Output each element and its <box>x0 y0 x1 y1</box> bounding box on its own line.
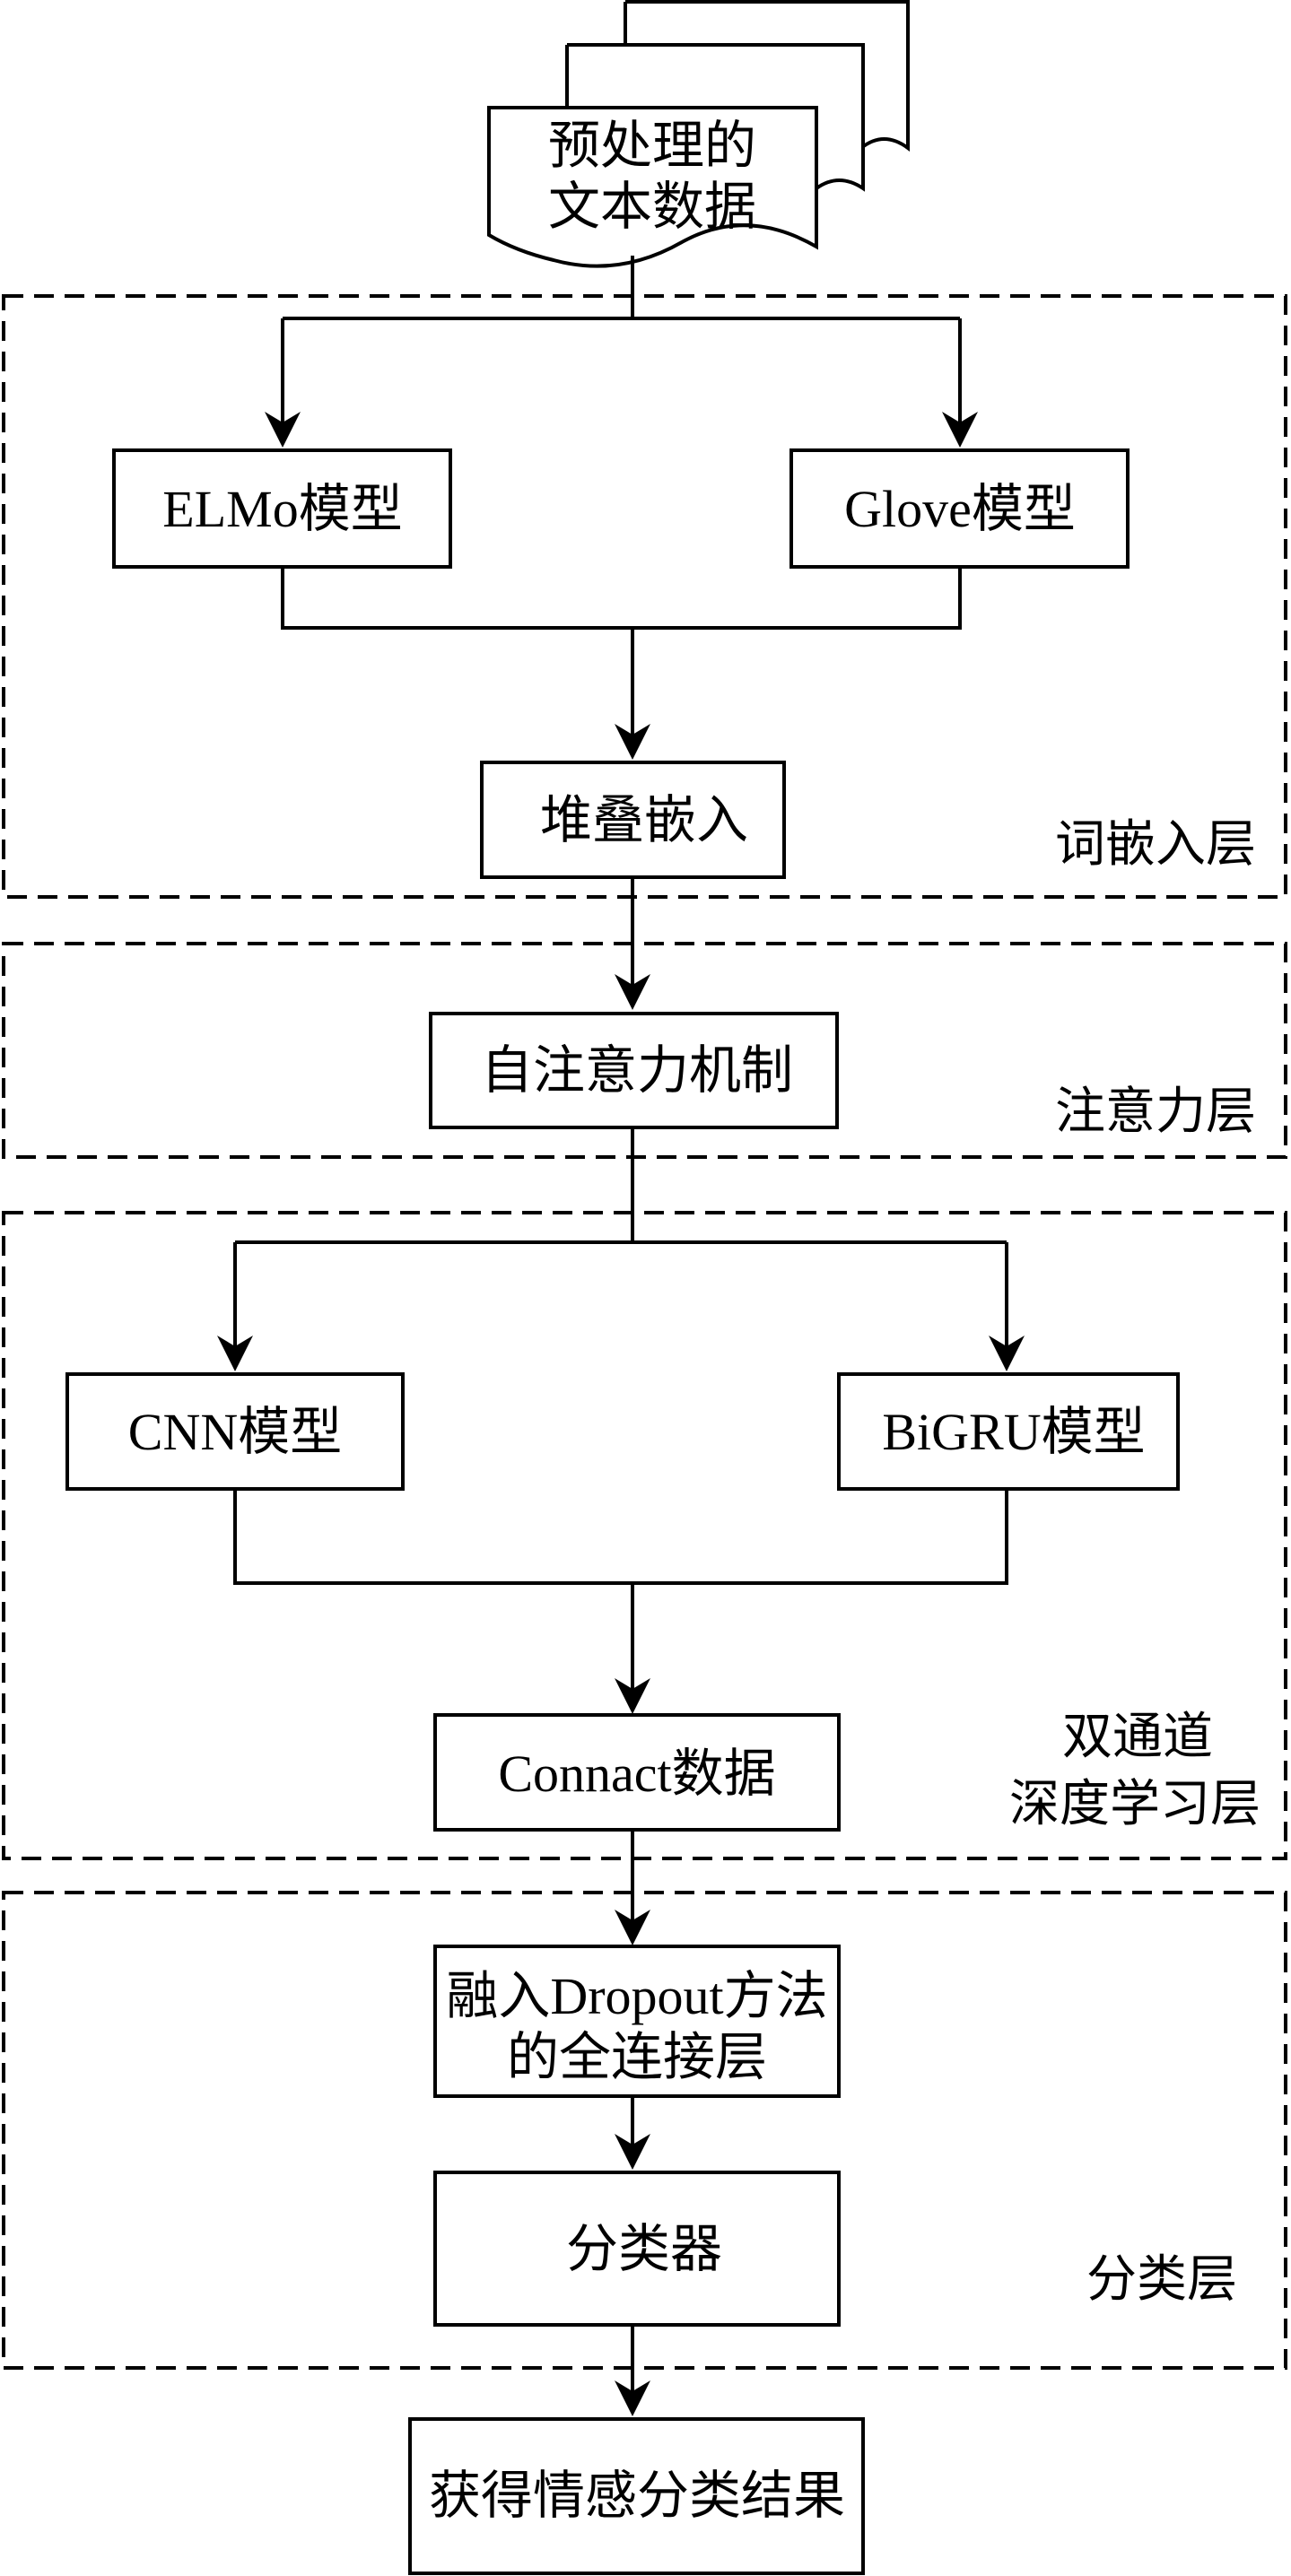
document-line-1: 预处理的 <box>548 117 756 175</box>
classification-layer-frame <box>2 1891 1287 2370</box>
dense-label-line-2: 的全连接层 <box>507 2028 767 2086</box>
bigru-node <box>837 1372 1180 1491</box>
dual-channel-layer-label-1: 双通道 <box>1062 1710 1213 1765</box>
classification-layer-label: 分类层 <box>1086 2252 1237 2308</box>
classifier-label: 分类器 <box>566 2220 722 2278</box>
dense-dropout-node <box>433 1945 841 2098</box>
classifier-node <box>433 2171 841 2327</box>
glove-label: Glove模型 <box>844 480 1076 538</box>
cnn-label: CNN模型 <box>128 1403 342 1461</box>
document-stack-icon <box>487 0 910 268</box>
concat-node <box>433 1713 841 1832</box>
stack-embedding-label: 堆叠嵌入 <box>540 791 748 849</box>
embedding-layer-label: 词嵌入层 <box>1055 817 1256 873</box>
elmo-label: ELMo模型 <box>162 480 402 538</box>
glove-node <box>789 448 1130 569</box>
self-attention-label: 自注意力机制 <box>481 1041 793 1100</box>
dual-channel-layer-label-2: 深度学习层 <box>1009 1777 1260 1832</box>
attention-layer-frame <box>2 942 1287 1159</box>
bigru-label: BiGRU模型 <box>882 1403 1145 1461</box>
stack-embedding-node <box>480 761 786 879</box>
elmo-node <box>112 448 452 569</box>
dense-label-line-1: 融入Dropout方法 <box>446 1967 827 2025</box>
embedding-layer-frame <box>2 294 1287 899</box>
document-line-2: 文本数据 <box>548 178 756 236</box>
result-label: 获得情感分类结果 <box>429 2467 845 2525</box>
attention-layer-label: 注意力层 <box>1055 1084 1256 1140</box>
dual-channel-layer-frame <box>2 1211 1287 1860</box>
cnn-node <box>65 1372 405 1491</box>
concat-label: Connact数据 <box>498 1745 775 1803</box>
self-attention-node <box>429 1012 839 1129</box>
result-node <box>408 2417 865 2575</box>
